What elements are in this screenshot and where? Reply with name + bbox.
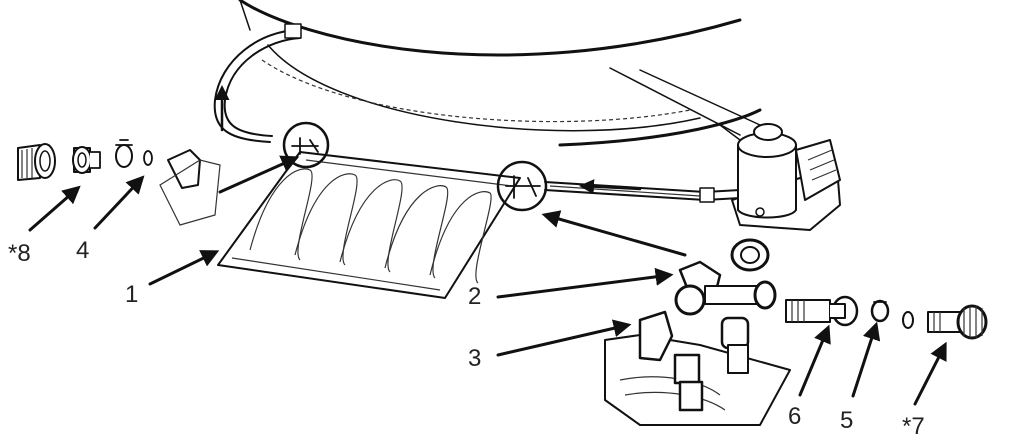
arrow-icon: [28, 155, 947, 406]
callout-8: *8: [8, 240, 31, 267]
elbow-fitting: [159, 149, 221, 226]
return-hose: [213, 23, 302, 143]
leader-6: [798, 324, 831, 397]
hose-clamp: [115, 139, 133, 168]
o-ring: [902, 311, 914, 329]
part-5-clamp: [870, 299, 890, 323]
callout-4: 4: [76, 237, 89, 264]
leader-1: [148, 250, 220, 286]
part-6-coupling: [785, 295, 859, 327]
callout-1: 1: [125, 281, 138, 308]
o-ring: [143, 150, 153, 166]
detail-circle-icon: [282, 121, 330, 169]
inlet-hose: [544, 179, 741, 203]
part-8-adapter: [17, 143, 56, 181]
pool-wall: [238, 0, 762, 147]
callout-2: 2: [468, 283, 481, 310]
detail-circle-icon: [496, 160, 548, 212]
callout-6: 6: [788, 403, 801, 430]
callout-7: *7: [902, 413, 925, 440]
solar-panel: [217, 151, 521, 299]
part-7-plunger-valve: [927, 304, 988, 340]
leader-elbow: [218, 155, 300, 194]
part-4-connector: [72, 146, 101, 174]
leader-8: [28, 185, 81, 232]
part-3-strainer-fitting: [604, 310, 791, 426]
leader-4: [93, 175, 145, 230]
leader-3: [496, 319, 632, 357]
callout-3: 3: [468, 345, 481, 372]
filter-pump: [719, 123, 841, 231]
leader-2: [496, 267, 674, 299]
part-2-valve: [674, 238, 777, 316]
leader-detail-2: [541, 210, 687, 257]
leader-5: [851, 321, 881, 398]
callout-5: 5: [840, 407, 853, 434]
leader-7: [913, 341, 947, 406]
